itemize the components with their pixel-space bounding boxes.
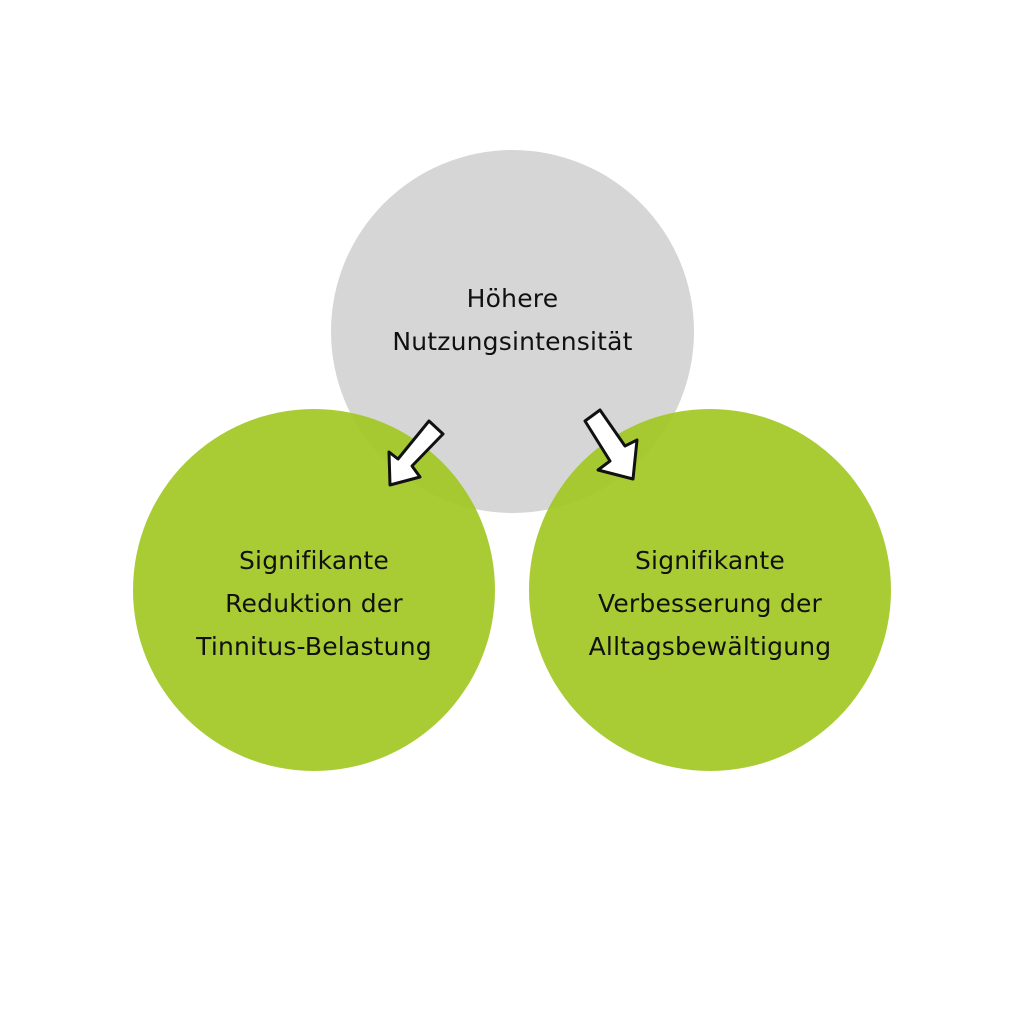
circle-usage-intensity-label: Höhere Nutzungsintensität <box>392 284 633 356</box>
circle-daily-coping-label: Signifikante Verbesserung der Alltagsbew… <box>588 546 832 661</box>
circle-tinnitus-reduction: Signifikante Reduktion der Tinnitus-Bela… <box>133 409 495 771</box>
circle-tinnitus-reduction-label: Signifikante Reduktion der Tinnitus-Bela… <box>196 546 432 661</box>
circle-daily-coping: Signifikante Verbesserung der Alltagsbew… <box>529 409 891 771</box>
